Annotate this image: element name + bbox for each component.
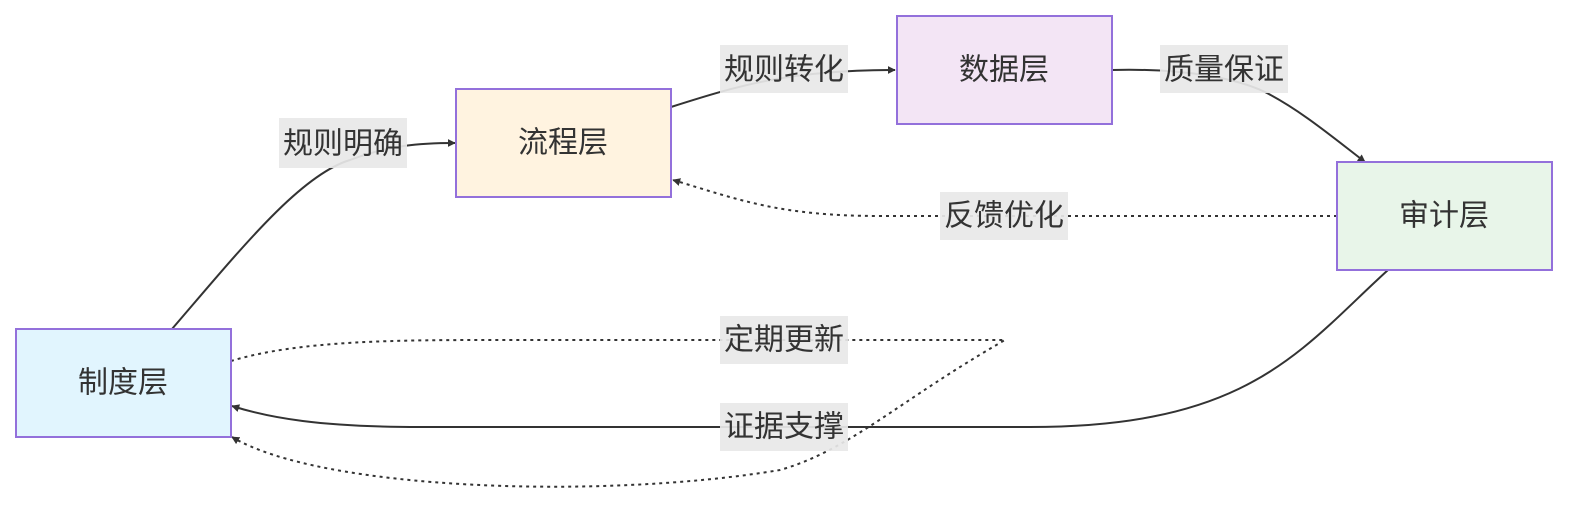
node-process-label: 流程层	[518, 126, 608, 161]
label-feedback: 反馈优化	[940, 192, 1068, 240]
edge-audit-to-process	[672, 178, 1337, 217]
node-audit-layer: 审计层	[1336, 161, 1553, 271]
node-system-label: 制度层	[78, 366, 168, 401]
node-process-box	[455, 88, 672, 198]
label-rule-convert-text: 规则转化	[724, 53, 844, 88]
label-evidence-text: 证据支撑	[724, 410, 844, 445]
label-rule-convert: 规则转化	[720, 45, 848, 93]
label-update: 定期更新	[720, 316, 848, 364]
node-audit-box	[1336, 161, 1553, 271]
node-data-layer: 数据层	[896, 15, 1113, 125]
node-audit-label: 审计层	[1399, 199, 1489, 234]
edge-audit-to-system-update	[230, 339, 1009, 488]
node-system-box	[15, 328, 232, 438]
edge-system-to-process	[171, 139, 456, 330]
label-evidence: 证据支撑	[720, 403, 848, 451]
node-data-label: 数据层	[959, 53, 1049, 88]
label-rule-clarify: 规则明确	[279, 118, 407, 168]
label-quality: 质量保证	[1160, 45, 1288, 93]
label-feedback-text: 反馈优化	[944, 199, 1064, 234]
label-rule-clarify-text: 规则明确	[283, 127, 403, 162]
label-update-text: 定期更新	[724, 323, 844, 358]
node-system-layer: 制度层	[15, 328, 232, 438]
node-process-layer: 流程层	[455, 88, 672, 198]
edge-audit-to-system-evidence	[231, 269, 1389, 428]
node-data-box	[896, 15, 1113, 125]
label-quality-text: 质量保证	[1164, 53, 1284, 88]
